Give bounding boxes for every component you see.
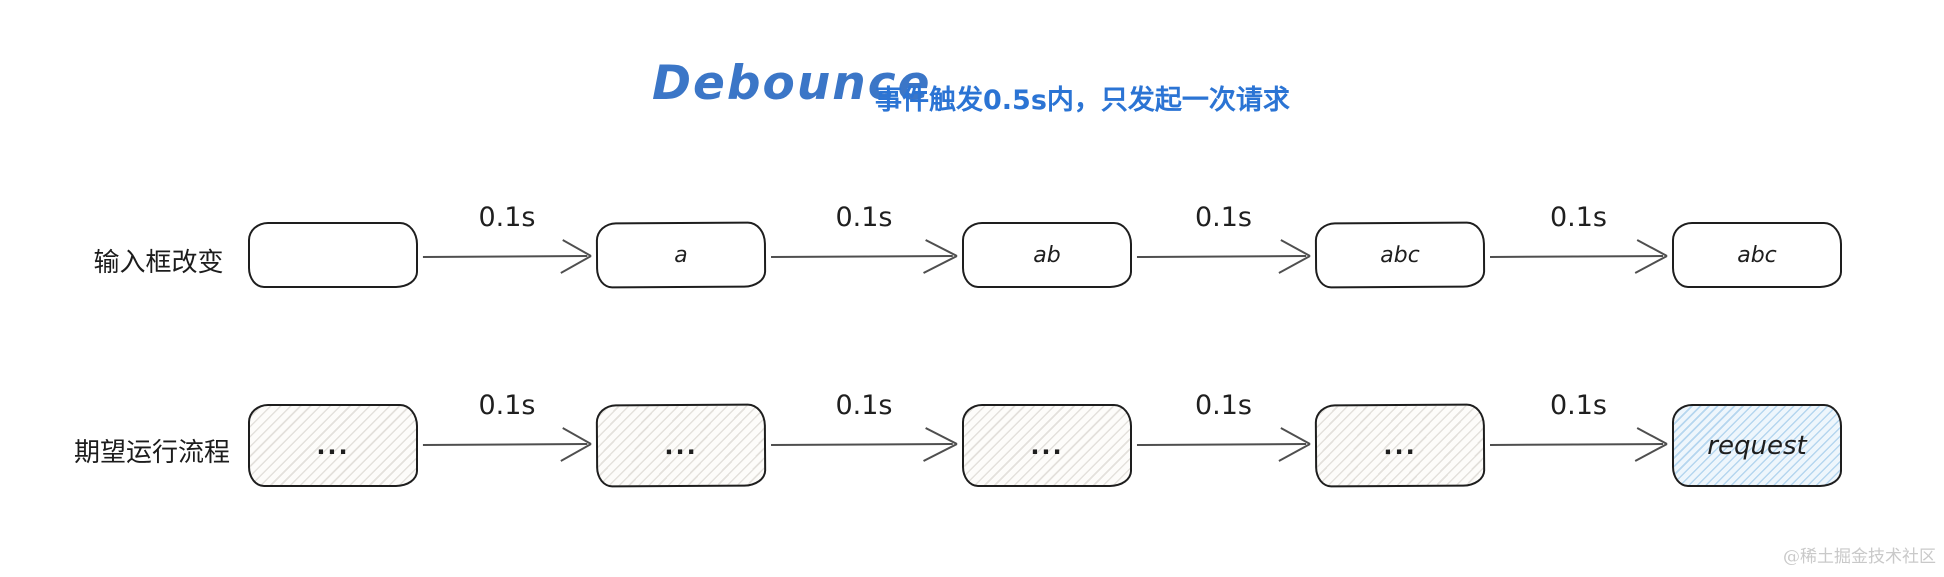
box-label: ...: [1383, 431, 1417, 460]
arrow-0-1s: 0.1s: [1136, 203, 1311, 279]
arrow-right-icon: [422, 427, 592, 462]
row-label-expected-flow: 期望运行流程: [74, 438, 231, 468]
arrow-0-1s: 0.1s: [770, 391, 958, 467]
arrow-label: 0.1s: [478, 202, 536, 233]
arrow-label: 0.1s: [835, 202, 893, 233]
arrow-label: 0.1s: [1549, 202, 1607, 233]
arrow-label: 0.1s: [1194, 390, 1252, 421]
arrow-0-1s: 0.1s: [770, 203, 958, 279]
arrow-0-1s: 0.1s: [422, 203, 592, 279]
arrow-label: 0.1s: [835, 390, 893, 421]
row-label-input-change: 输入框改变: [93, 248, 224, 278]
box-label: ab: [1033, 242, 1061, 268]
flow-box-empty: [248, 222, 418, 288]
arrow-right-icon: [1136, 239, 1311, 274]
arrow-right-icon: [771, 427, 958, 462]
box-label: ...: [316, 431, 350, 460]
flow-box-request: request: [1672, 404, 1842, 487]
page-title: Debounce: [652, 56, 932, 111]
arrow-right-icon: [1489, 239, 1668, 274]
flow-box-pending: ...: [248, 404, 418, 487]
watermark: @稀土掘金技术社区: [1783, 547, 1936, 567]
arrow-right-icon: [1489, 427, 1668, 462]
box-label: abc: [1380, 242, 1420, 268]
arrow-right-icon: [1136, 427, 1311, 462]
flow-box-ab: ab: [962, 222, 1132, 288]
arrow-label: 0.1s: [1194, 202, 1252, 233]
box-label: request: [1707, 430, 1807, 461]
box-label: ...: [1030, 431, 1064, 460]
box-label: a: [674, 242, 688, 268]
flow-box-pending: ...: [962, 404, 1132, 487]
arrow-0-1s: 0.1s: [422, 391, 592, 467]
arrow-0-1s: 0.1s: [1489, 203, 1668, 279]
arrow-right-icon: [771, 239, 958, 274]
flow-box-pending: ...: [1314, 403, 1486, 488]
arrow-right-icon: [422, 239, 592, 274]
flow-box-abc-final: abc: [1672, 222, 1842, 288]
arrow-0-1s: 0.1s: [1136, 391, 1311, 467]
arrow-label: 0.1s: [1549, 390, 1607, 421]
box-label: ...: [664, 431, 698, 460]
arrow-0-1s: 0.1s: [1489, 391, 1668, 467]
arrow-label: 0.1s: [478, 390, 536, 421]
flow-box-pending: ...: [595, 403, 767, 488]
box-label: abc: [1737, 242, 1777, 268]
flow-box-abc: abc: [1314, 221, 1486, 289]
page-subtitle: 事件触发0.5s内，只发起一次请求: [875, 85, 1290, 116]
flow-box-a: a: [595, 221, 767, 289]
